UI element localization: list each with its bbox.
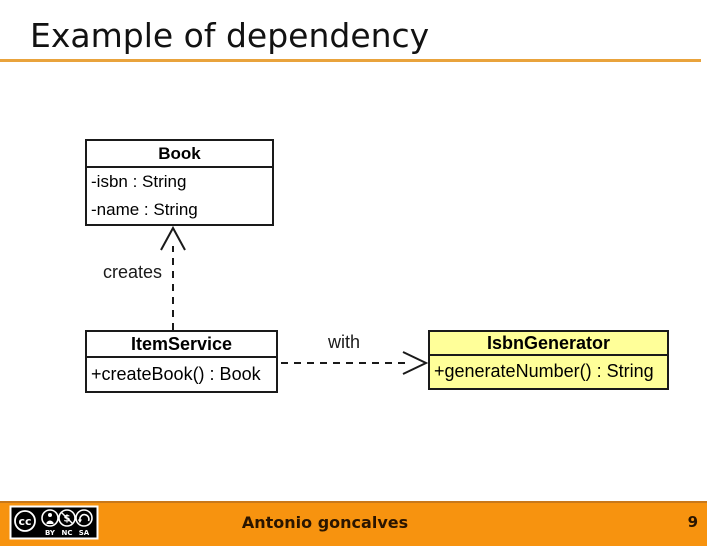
page-number: 9 (687, 513, 698, 531)
uml-class-itemservice: ItemService +createBook() : Book (85, 330, 278, 393)
uml-attribute: -name : String (91, 200, 198, 219)
slide-title: Example of dependency (30, 16, 430, 55)
uml-class-name: IsbnGenerator (430, 332, 667, 356)
title-underline (0, 59, 701, 62)
footer-bar (0, 501, 707, 546)
uml-method: +generateNumber() : String (434, 361, 654, 381)
uml-class-name: ItemService (87, 332, 276, 358)
uml-class-book: Book -isbn : String -name : String (85, 139, 274, 226)
open-arrowhead-right-icon (402, 351, 429, 375)
cc-sa-label: SA (79, 529, 90, 537)
uml-attribute: -isbn : String (91, 172, 187, 191)
cc-sa-icon (75, 509, 93, 527)
uml-class-isbngenerator: IsbnGenerator +generateNumber() : String (428, 330, 669, 390)
dependency-label-creates: creates (103, 262, 163, 282)
cc-by-label: BY (45, 529, 56, 537)
uml-class-name: Book (87, 141, 272, 168)
cc-nc-label: NC (62, 529, 73, 537)
cc-logo-text: cc (18, 515, 31, 528)
footer-author: Antonio goncalves (241, 513, 409, 532)
cc-by-icon (41, 509, 59, 527)
cc-nc-icon (58, 509, 76, 527)
open-arrowhead-up-icon (160, 225, 186, 251)
uml-method: +createBook() : Book (91, 364, 261, 384)
cc-license-badge-icon: cc $ BY NC SA (9, 505, 99, 540)
dependency-label-with: with (328, 332, 361, 352)
